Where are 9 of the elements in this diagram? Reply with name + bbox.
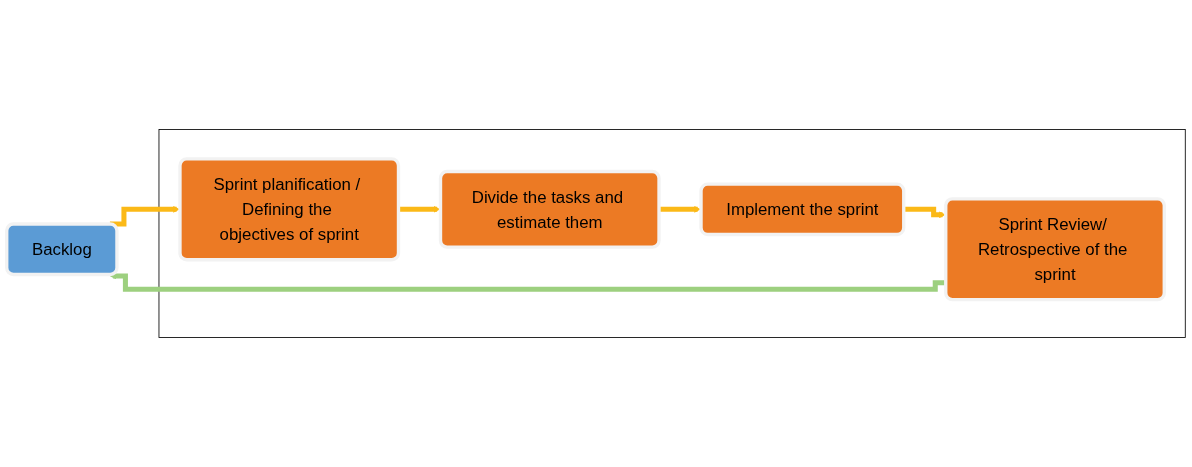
arrow xyxy=(398,206,441,213)
node-box: Divide the tasks and estimate them xyxy=(438,169,661,249)
node-box: Implement the sprint xyxy=(699,182,906,237)
cluster xyxy=(158,129,1186,338)
arrow xyxy=(903,206,946,219)
node-box: Sprint planification / Defining the objectives of sprint xyxy=(178,157,401,262)
arrow xyxy=(659,206,702,213)
node-box: Backlog xyxy=(5,222,119,277)
node-box: Sprint Review/ Retrospective of the sprint xyxy=(944,197,1166,302)
